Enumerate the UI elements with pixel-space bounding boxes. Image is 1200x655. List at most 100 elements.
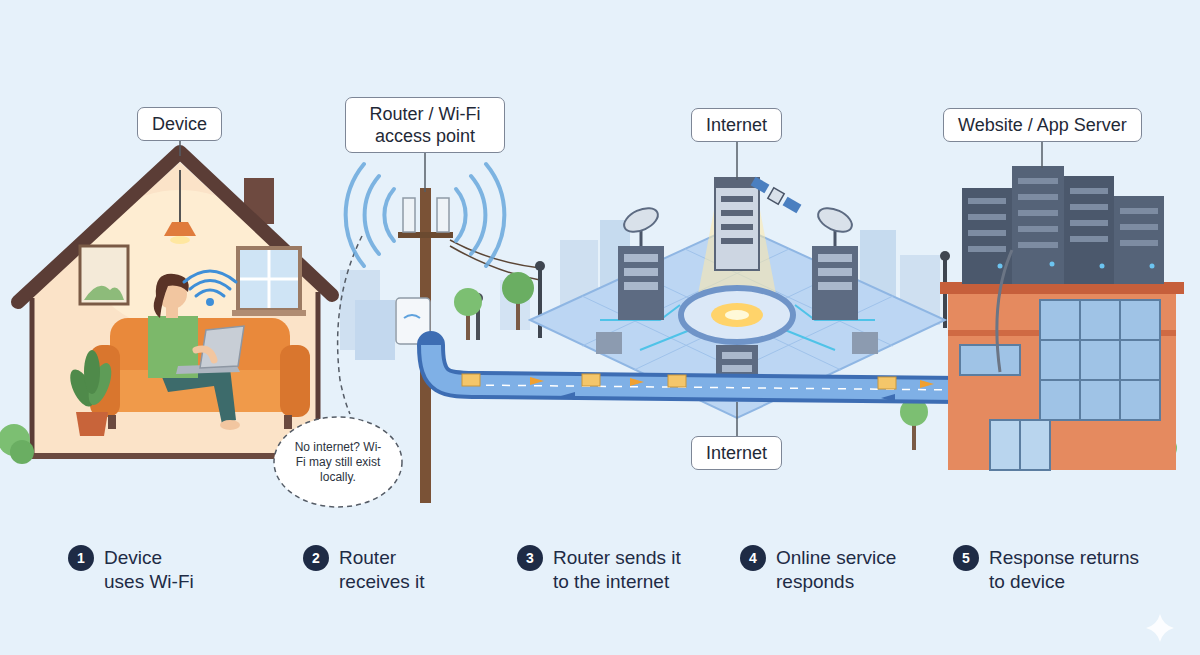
- house-part: [240, 278, 298, 281]
- data-road-part: [462, 372, 980, 389]
- label-text: Router / Wi-Fi access point: [360, 103, 490, 147]
- speech-bubble: No internet? Wi-Fi may still exist local…: [272, 415, 404, 509]
- server-building: [940, 282, 1184, 470]
- data-road-part-part: [462, 374, 480, 386]
- step-text: Device uses Wi-Fi: [104, 546, 200, 594]
- server-racks-part-part: [1120, 240, 1158, 246]
- server-towers-part: [618, 246, 664, 320]
- house: [18, 152, 332, 456]
- server-building-part: [1079, 300, 1081, 420]
- data-road-part-part: [878, 377, 896, 389]
- server-racks-part-part: [1120, 208, 1158, 214]
- server-racks-part: [968, 178, 1158, 252]
- step-text: Response returns to device: [989, 546, 1155, 594]
- server-towers-part: [814, 203, 855, 236]
- label-text: Internet: [706, 114, 767, 136]
- data-road-part-part: [530, 377, 544, 385]
- data-road-part-part: [582, 374, 600, 386]
- server-racks-part: [1114, 196, 1164, 284]
- plants-part: [76, 412, 108, 436]
- server-racks: [962, 166, 1164, 372]
- router-pole-part: [403, 198, 415, 232]
- trees-and-lamps-part: [502, 272, 534, 304]
- server-racks-part-part: [968, 230, 1006, 236]
- laptop-wifi-symbol-part: [184, 271, 236, 282]
- server-towers-part: [721, 196, 753, 202]
- couch-and-person-part: [108, 415, 116, 429]
- wifi-waves-part: [346, 164, 364, 266]
- label-box: Internet: [691, 108, 782, 142]
- callout-number: 3: [517, 545, 543, 571]
- label-box: Internet: [691, 436, 782, 470]
- satellite-part: [751, 177, 770, 194]
- internet-hub-part-part: [640, 330, 690, 350]
- laptop-wifi-symbol-part: [208, 300, 213, 305]
- plants-part: [84, 350, 100, 394]
- server-towers-part: [620, 203, 661, 236]
- watermark-sparkle: [1146, 614, 1174, 642]
- label-text: Website / App Server: [958, 114, 1127, 136]
- dashed-callout-line: [338, 236, 362, 414]
- step-marker: 5 Response returns to device: [953, 545, 1155, 597]
- bubble-ellipse: [274, 417, 402, 507]
- trees-and-lamps-part: [535, 261, 545, 271]
- server-building-part: [1040, 339, 1160, 341]
- server-racks-part-part: [1018, 210, 1058, 216]
- data-road: [431, 345, 980, 402]
- plants: [0, 350, 116, 464]
- internet-hub-part: [725, 310, 749, 320]
- server-towers-part: [818, 254, 852, 262]
- internet-hub-part-part: [785, 330, 835, 350]
- step-marker: 1 Device uses Wi-Fi: [68, 545, 200, 597]
- server-towers-part: [596, 332, 622, 354]
- router-pole-part: [404, 315, 420, 318]
- server-towers-part: [812, 246, 858, 320]
- server-towers-part: [721, 210, 753, 216]
- data-road-part-part: [561, 392, 575, 400]
- data-road-part-part: [630, 378, 644, 386]
- server-towers-part: [722, 365, 752, 372]
- data-road-part: [561, 392, 895, 402]
- laptop-wifi-symbol: [184, 271, 236, 305]
- server-building-part: [990, 420, 1050, 470]
- label-box: Website / App Server: [943, 108, 1142, 142]
- callout-number: 5: [953, 545, 979, 571]
- label-text: Internet: [706, 442, 767, 464]
- server-racks-part-part: [1018, 226, 1058, 232]
- internet-hub-part-part: [634, 272, 841, 370]
- label-box: Router / Wi-Fi access point: [345, 97, 505, 153]
- server-racks-part-part: [1050, 262, 1055, 267]
- callout-number: 1: [68, 545, 94, 571]
- step-marker: 3 Router sends it to the internet: [517, 545, 695, 597]
- step-text: Router sends it to the internet: [553, 546, 695, 594]
- server-racks-part-part: [1150, 264, 1155, 269]
- satellite: [751, 177, 802, 214]
- note-text: No internet? Wi-Fi may still exist local…: [294, 440, 382, 485]
- server-towers-part: [721, 224, 753, 230]
- data-road-part: [431, 345, 960, 390]
- wifi-waves-part: [384, 189, 394, 241]
- satellite-part: [783, 197, 802, 214]
- server-building-part: [1019, 420, 1021, 470]
- label-box: Device: [137, 107, 222, 141]
- server-racks-part-part: [1070, 220, 1108, 226]
- server-building-part: [960, 345, 1020, 375]
- data-road-part: [530, 377, 934, 388]
- house-part: [30, 298, 35, 455]
- server-racks-part-part: [998, 264, 1003, 269]
- house-part: [32, 162, 318, 455]
- server-racks-part-part: [968, 214, 1006, 220]
- leader-lines: [180, 124, 1042, 453]
- server-building-part: [948, 290, 1176, 470]
- server-racks-part-part: [1120, 224, 1158, 230]
- trees-and-lamps-part: [538, 268, 542, 338]
- house-part: [232, 310, 306, 316]
- server-racks-part: [1064, 176, 1114, 284]
- server-building-part: [1040, 300, 1160, 420]
- server-building-part: [1040, 379, 1160, 381]
- server-towers-part: [624, 282, 658, 290]
- router-pole-part: [437, 198, 449, 232]
- server-racks-part-part: [1070, 236, 1108, 242]
- wifi-waves-part: [471, 176, 485, 254]
